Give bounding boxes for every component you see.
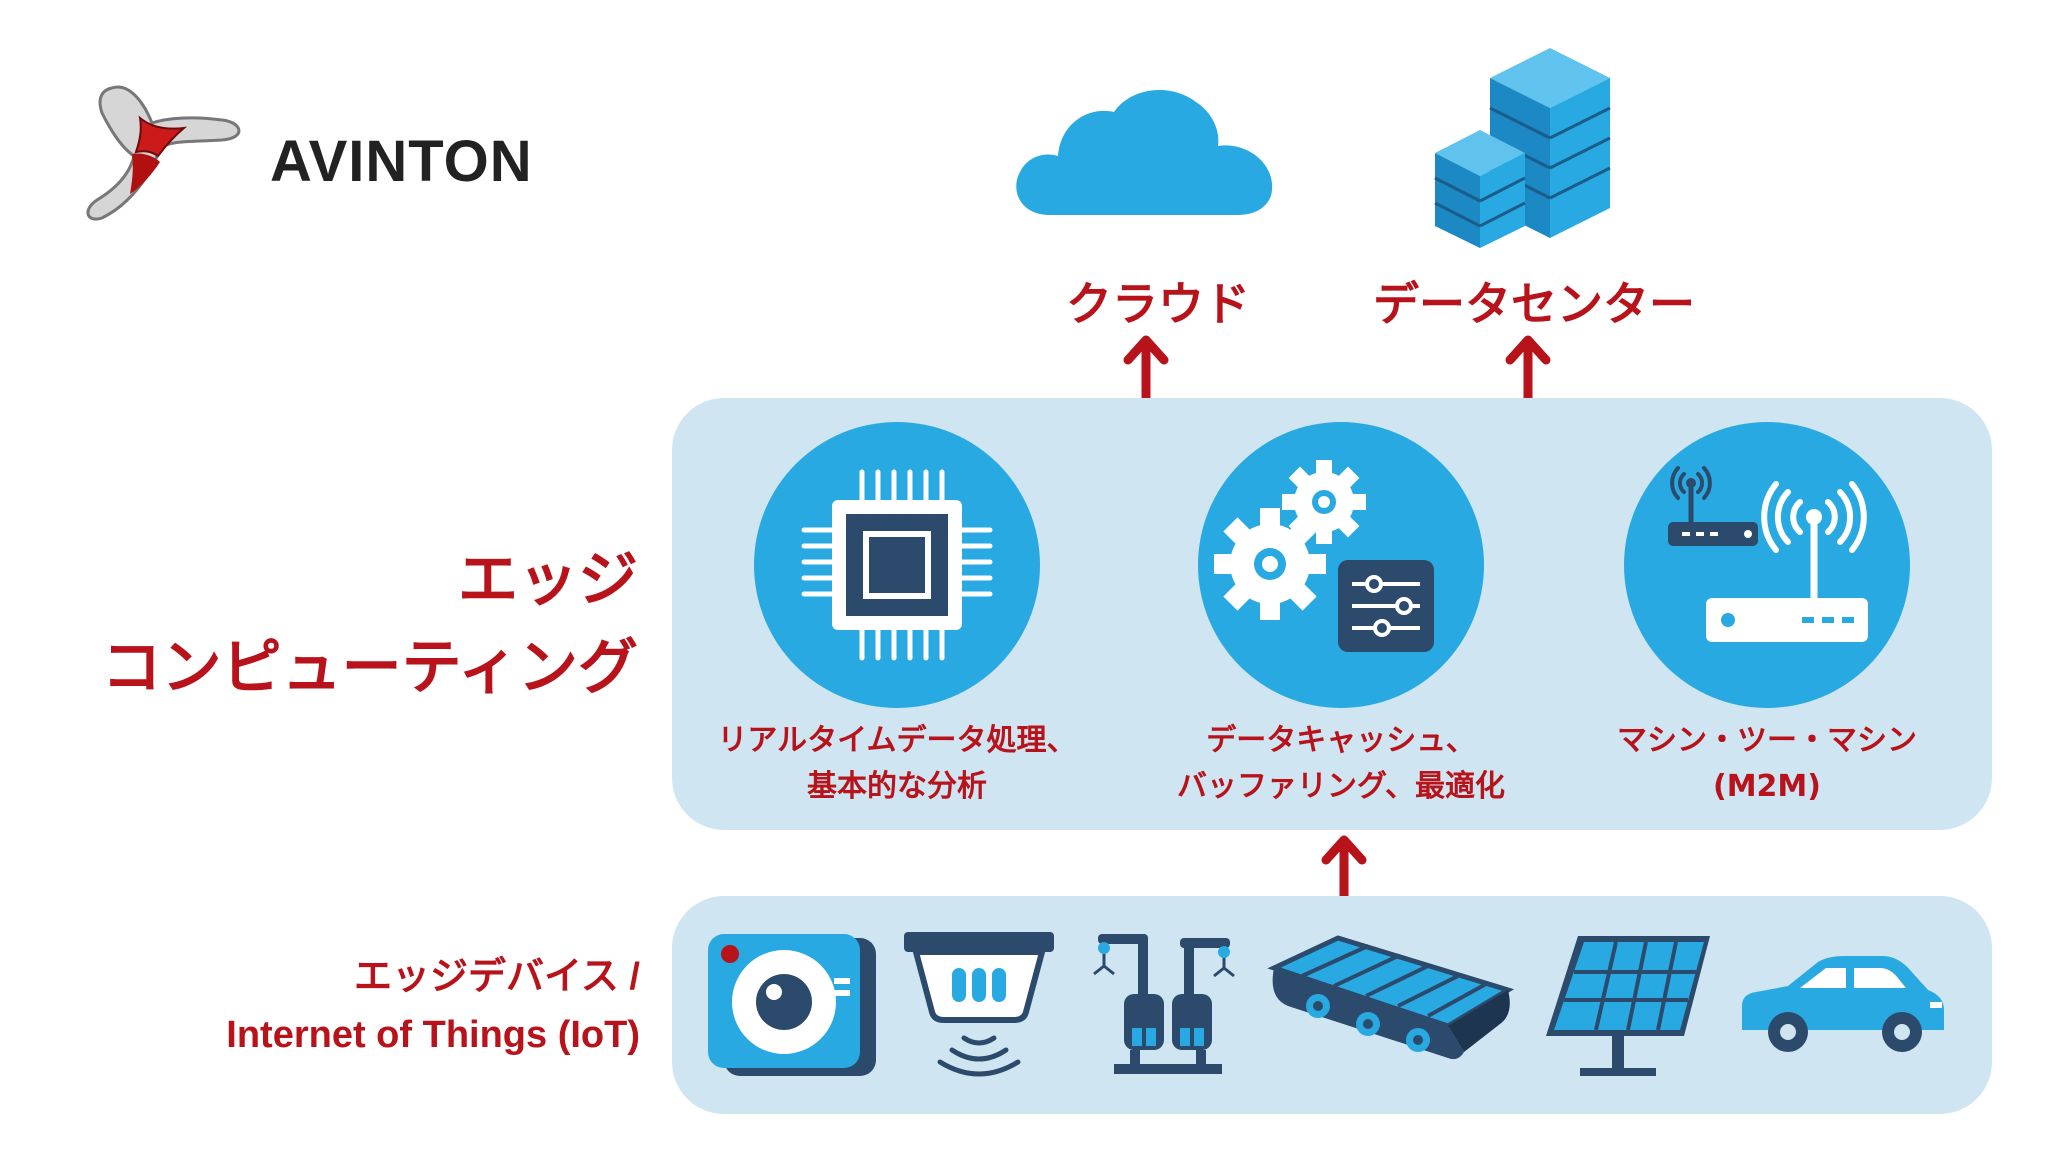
edge-devices-title: エッジデバイス / Internet of Things (IoT) — [226, 948, 640, 1064]
car-icon — [1742, 956, 1944, 1052]
robot-arm-icon — [1093, 934, 1235, 1074]
datacenter-icon — [1434, 48, 1611, 248]
feature-label-caching: データキャッシュ、 バッファリング、最適化 — [1177, 723, 1505, 804]
devices-title-line2: Internet of Things (IoT) — [226, 1014, 640, 1056]
cpu-chip-icon — [754, 422, 1040, 708]
datacenter-label: データセンター — [1373, 277, 1695, 331]
arrow-up-icon — [1321, 835, 1367, 898]
arrow-up-icon — [1505, 335, 1551, 400]
edge-title-line2: コンピューティング — [101, 633, 638, 703]
edge-computing-title: エッジ コンピューティング — [102, 536, 638, 712]
gears-settings-icon — [1198, 422, 1484, 708]
feature-label-realtime: リアルタイムデータ処理、 基本的な分析 — [717, 723, 1077, 804]
conveyor-icon — [1267, 935, 1515, 1060]
sensor-icon — [904, 932, 1054, 1077]
solar-panel-icon — [1546, 936, 1710, 1076]
cloud-label: クラウド — [1066, 277, 1250, 331]
camera-icon — [708, 934, 876, 1076]
feature-label-m2m: マシン・ツー・マシン (M2M) — [1617, 723, 1917, 804]
devices-title-line1: エッジデバイス / — [354, 956, 640, 998]
avinton-logo-icon — [86, 85, 241, 221]
cloud-icon — [1016, 89, 1273, 215]
wireless-router-icon — [1624, 422, 1910, 708]
arrow-up-icon — [1123, 335, 1169, 400]
brand-name: AVINTON — [270, 129, 533, 194]
edge-title-line1: エッジ — [458, 545, 638, 615]
